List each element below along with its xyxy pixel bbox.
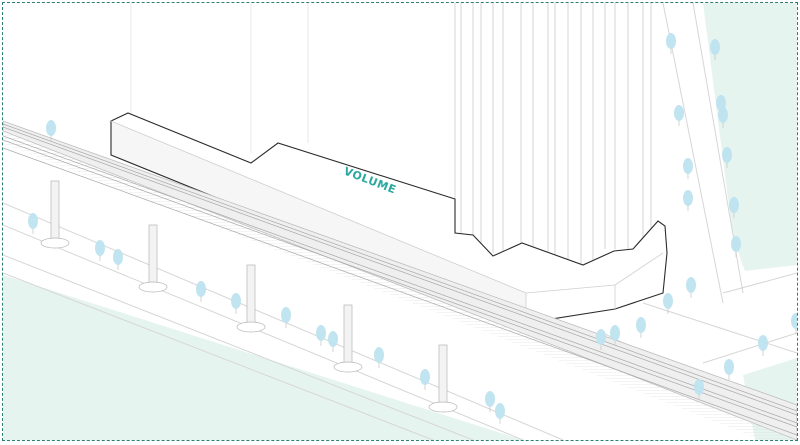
tree-icon: [686, 277, 696, 293]
rail-pier: [148, 224, 158, 284]
volume-outline: [110, 112, 668, 324]
tree-icon: [113, 249, 123, 265]
tree-icon: [636, 317, 646, 333]
pier-footing: [236, 321, 266, 333]
tree-icon: [196, 281, 206, 297]
tree-icon: [716, 95, 726, 111]
tree-icon: [46, 120, 56, 136]
rail-pier: [246, 264, 256, 324]
rail-piers: [40, 180, 458, 413]
rail-pier: [438, 344, 448, 404]
site-drawing: VOLUME: [3, 3, 797, 440]
tree-icon: [374, 347, 384, 363]
tree-icon: [328, 331, 338, 347]
tree-icon: [231, 293, 241, 309]
tree-icon: [28, 213, 38, 229]
tree-icon: [710, 39, 720, 55]
tree-icon: [316, 325, 326, 341]
tree-icon: [610, 325, 620, 341]
tree-icon: [663, 293, 673, 309]
tree-icon: [722, 147, 732, 163]
rail-pier: [343, 304, 353, 364]
tree-icon: [95, 240, 105, 256]
tree-icon: [758, 335, 768, 351]
rail-underside: [3, 131, 797, 440]
tree-icon: [791, 313, 797, 329]
volume-top-face: [111, 121, 667, 323]
pier-footing: [333, 361, 363, 373]
tree-icon: [718, 107, 728, 123]
tree-icon: [731, 236, 741, 252]
tree-icon: [495, 403, 505, 419]
tree-icon: [674, 105, 684, 121]
tree-icon: [420, 369, 430, 385]
tree-icon: [485, 391, 495, 407]
tower-facade: [130, 3, 652, 265]
pier-footing: [138, 281, 168, 293]
pier-footing: [40, 237, 70, 249]
lawn-right-top: [703, 3, 797, 271]
tree-icon: [596, 329, 606, 345]
tree-icon: [683, 158, 693, 174]
rail-pier: [50, 180, 60, 240]
tree-icon: [683, 190, 693, 206]
trees: [28, 33, 797, 424]
tree-icon: [666, 33, 676, 49]
tree-icon: [281, 307, 291, 323]
elevated-rail: [3, 120, 797, 440]
tree-icon: [694, 379, 704, 395]
pier-footing: [428, 401, 458, 413]
tree-icon: [724, 359, 734, 375]
tree-icon: [729, 197, 739, 213]
